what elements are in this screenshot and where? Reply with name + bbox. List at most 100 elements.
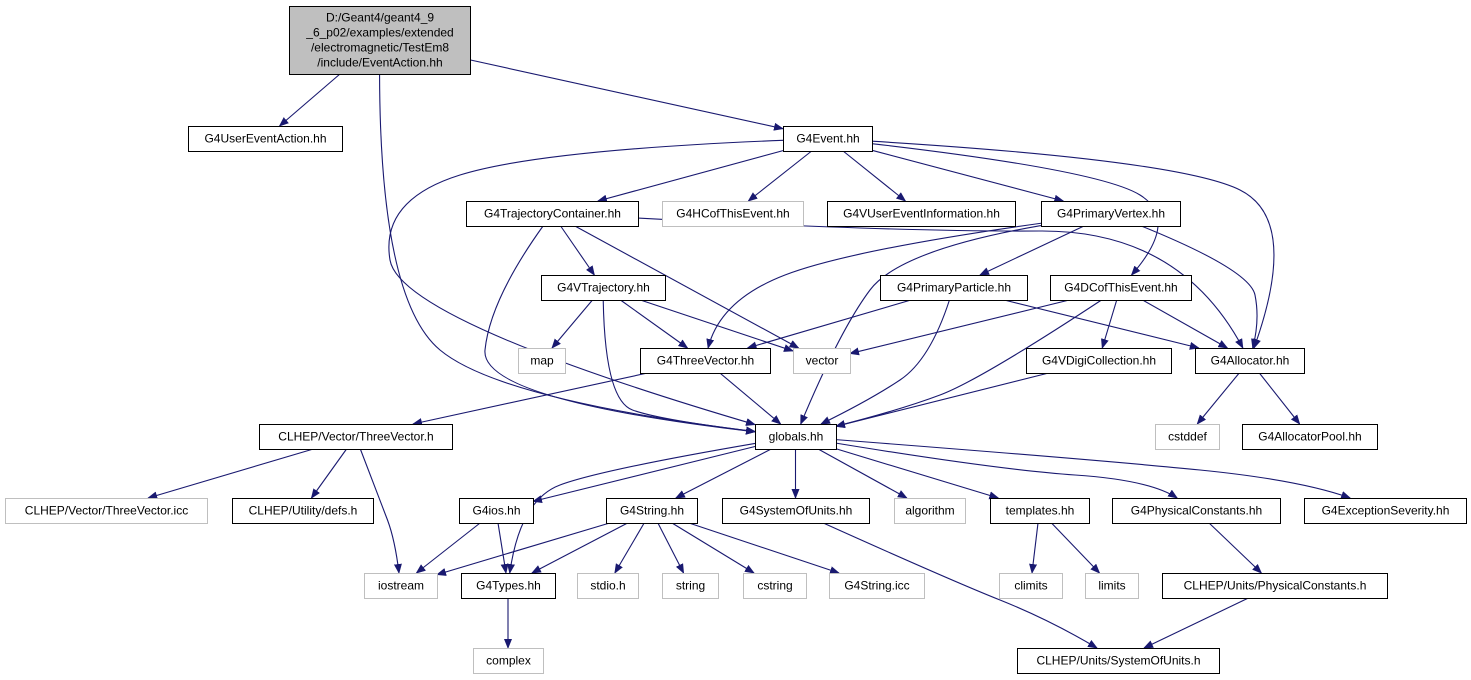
node-box-G4ThreeVector [640, 348, 771, 374]
node-G4DCofThisEvent[interactable]: G4DCofThisEvent.hh [1050, 275, 1192, 301]
node-G4ExceptionSeverity[interactable]: G4ExceptionSeverity.hh [1304, 498, 1467, 524]
node-box-G4ios [459, 498, 534, 524]
node-CLHEP_PhysicalConstants[interactable]: CLHEP/Units/PhysicalConstants.h [1162, 573, 1388, 599]
edge-G4Event-to-G4PrimaryVertex [871, 149, 1065, 203]
node-G4UserEventAction[interactable]: G4UserEventAction.hh [188, 126, 343, 152]
node-box-G4PrimaryParticle [880, 275, 1028, 301]
edge-G4VTrajectory-to-map [551, 299, 593, 349]
node-label-root-line-1: _6_p02/examples/extended [305, 26, 453, 40]
edge-globals-to-algorithm [817, 448, 908, 499]
node-box-vector [793, 348, 851, 374]
edge-G4PrimaryParticle-to-G4ThreeVector [746, 299, 912, 350]
node-complex: complex [473, 648, 544, 674]
edge-G4DCofThisEvent-to-vector [849, 299, 1070, 356]
node-G4VDigiCollection[interactable]: G4VDigiCollection.hh [1026, 348, 1172, 374]
edge-templates-to-climits [1029, 522, 1039, 574]
node-G4SystemOfUnits[interactable]: G4SystemOfUnits.hh [722, 498, 870, 524]
edge-G4PhysicalConstants-to-CLHEP_PhysicalConstants [1208, 522, 1263, 574]
node-iostream: iostream [364, 573, 438, 599]
edge-G4DCofThisEvent-to-G4VDigiCollection [1101, 299, 1118, 349]
node-box-G4DCofThisEvent [1050, 275, 1192, 301]
node-label-cstring: cstring [757, 579, 792, 593]
node-label-G4String: G4String.hh [620, 504, 684, 518]
nodes-layer: D:/Geant4/geant4_9_6_p02/examples/extend… [5, 6, 1467, 674]
node-label-templates: templates.hh [1006, 504, 1075, 518]
node-G4Types[interactable]: G4Types.hh [461, 573, 556, 599]
node-box-stdio [577, 573, 639, 599]
edge-CLHEP_PhysicalConstants-to-CLHEP_SystemOfUnits [1143, 597, 1249, 649]
node-G4PrimaryParticle[interactable]: G4PrimaryParticle.hh [880, 275, 1028, 301]
node-cstring: cstring [743, 573, 807, 599]
node-label-G4ThreeVector: G4ThreeVector.hh [657, 354, 754, 368]
node-label-G4Event: G4Event.hh [796, 132, 859, 146]
node-G4ThreeVector[interactable]: G4ThreeVector.hh [640, 348, 771, 374]
edge-G4TrajectoryContainer-to-vector [574, 225, 800, 349]
node-box-G4Types [461, 573, 556, 599]
node-stdio: stdio.h [577, 573, 639, 599]
node-box-CLHEP_SystemOfUnits [1017, 648, 1220, 674]
edge-G4String-to-G4String_icc [688, 522, 840, 574]
node-label-G4SystemOfUnits: G4SystemOfUnits.hh [740, 504, 853, 518]
node-templates[interactable]: templates.hh [990, 498, 1090, 524]
node-label-string: string [676, 579, 705, 593]
edge-root-to-globals [379, 73, 756, 435]
node-root[interactable]: D:/Geant4/geant4_9_6_p02/examples/extend… [289, 6, 471, 75]
node-map: map [518, 348, 566, 374]
node-box-G4Event [783, 126, 873, 152]
node-CLHEP_SystemOfUnits[interactable]: CLHEP/Units/SystemOfUnits.h [1017, 648, 1220, 674]
node-G4Allocator[interactable]: G4Allocator.hh [1195, 348, 1305, 374]
node-string: string [662, 573, 719, 599]
edge-G4Event-to-G4TrajectoryContainer [596, 150, 784, 203]
node-label-G4VUserEventInformation: G4VUserEventInformation.hh [843, 207, 1000, 221]
node-globals[interactable]: globals.hh [755, 424, 837, 450]
node-CLHEP_ThreeVector[interactable]: CLHEP/Vector/ThreeVector.h [259, 424, 453, 450]
node-label-algorithm: algorithm [905, 504, 954, 518]
edge-G4PrimaryVertex-to-G4Allocator [1141, 225, 1259, 349]
node-label-vector: vector [806, 354, 839, 368]
edge-G4VDigiCollection-to-globals [835, 372, 1049, 429]
node-G4VUserEventInformation[interactable]: G4VUserEventInformation.hh [827, 201, 1016, 227]
node-G4VTrajectory[interactable]: G4VTrajectory.hh [541, 275, 666, 301]
edge-G4PrimaryVertex-to-G4ThreeVector [706, 222, 1042, 349]
node-box-G4ExceptionSeverity [1304, 498, 1467, 524]
edge-G4Event-to-G4VUserEventInformation [842, 150, 907, 202]
edge-globals-to-G4String [674, 448, 772, 499]
edge-globals-to-G4Types [507, 442, 756, 574]
node-label-G4DCofThisEvent: G4DCofThisEvent.hh [1064, 281, 1177, 295]
node-label-G4TrajectoryContainer: G4TrajectoryContainer.hh [484, 207, 621, 221]
node-G4PhysicalConstants[interactable]: G4PhysicalConstants.hh [1112, 498, 1281, 524]
edge-globals-to-G4PhysicalConstants [835, 442, 1178, 499]
node-box-G4TrajectoryContainer [466, 201, 639, 227]
node-CLHEP_ThreeVector_icc: CLHEP/Vector/ThreeVector.icc [5, 498, 208, 524]
node-label-G4AllocatorPool: G4AllocatorPool.hh [1258, 430, 1361, 444]
node-box-templates [990, 498, 1090, 524]
edge-G4Event-to-G4Allocator [871, 140, 1275, 349]
node-G4TrajectoryContainer[interactable]: G4TrajectoryContainer.hh [466, 201, 639, 227]
node-label-climits: climits [1014, 579, 1047, 593]
edge-G4ios-to-iostream [415, 522, 481, 574]
node-label-CLHEP_SystemOfUnits: CLHEP/Units/SystemOfUnits.h [1036, 654, 1200, 668]
node-box-iostream [364, 573, 438, 599]
node-G4Event[interactable]: G4Event.hh [783, 126, 873, 152]
node-label-stdio: stdio.h [590, 579, 625, 593]
node-G4PrimaryVertex[interactable]: G4PrimaryVertex.hh [1041, 201, 1181, 227]
edge-CLHEP_ThreeVector-to-CLHEP_defs [310, 448, 347, 499]
node-box-G4UserEventAction [188, 126, 343, 152]
node-G4ios[interactable]: G4ios.hh [459, 498, 534, 524]
node-box-limits [1085, 573, 1139, 599]
node-label-G4PhysicalConstants: G4PhysicalConstants.hh [1131, 504, 1262, 518]
node-CLHEP_defs[interactable]: CLHEP/Utility/defs.h [232, 498, 374, 524]
node-climits: climits [999, 573, 1063, 599]
node-box-globals [755, 424, 837, 450]
edge-G4ThreeVector-to-globals [719, 372, 782, 425]
edge-root-to-G4UserEventAction [278, 73, 341, 127]
node-G4String[interactable]: G4String.hh [606, 498, 698, 524]
node-label-G4HCofThisEvent: G4HCofThisEvent.hh [676, 207, 789, 221]
node-G4AllocatorPool[interactable]: G4AllocatorPool.hh [1242, 424, 1378, 450]
node-label-G4UserEventAction: G4UserEventAction.hh [204, 132, 326, 146]
node-algorithm: algorithm [894, 498, 966, 524]
node-box-G4SystemOfUnits [722, 498, 870, 524]
edge-G4PrimaryParticle-to-G4Allocator [1004, 299, 1200, 350]
edge-G4String-to-string [657, 522, 685, 574]
